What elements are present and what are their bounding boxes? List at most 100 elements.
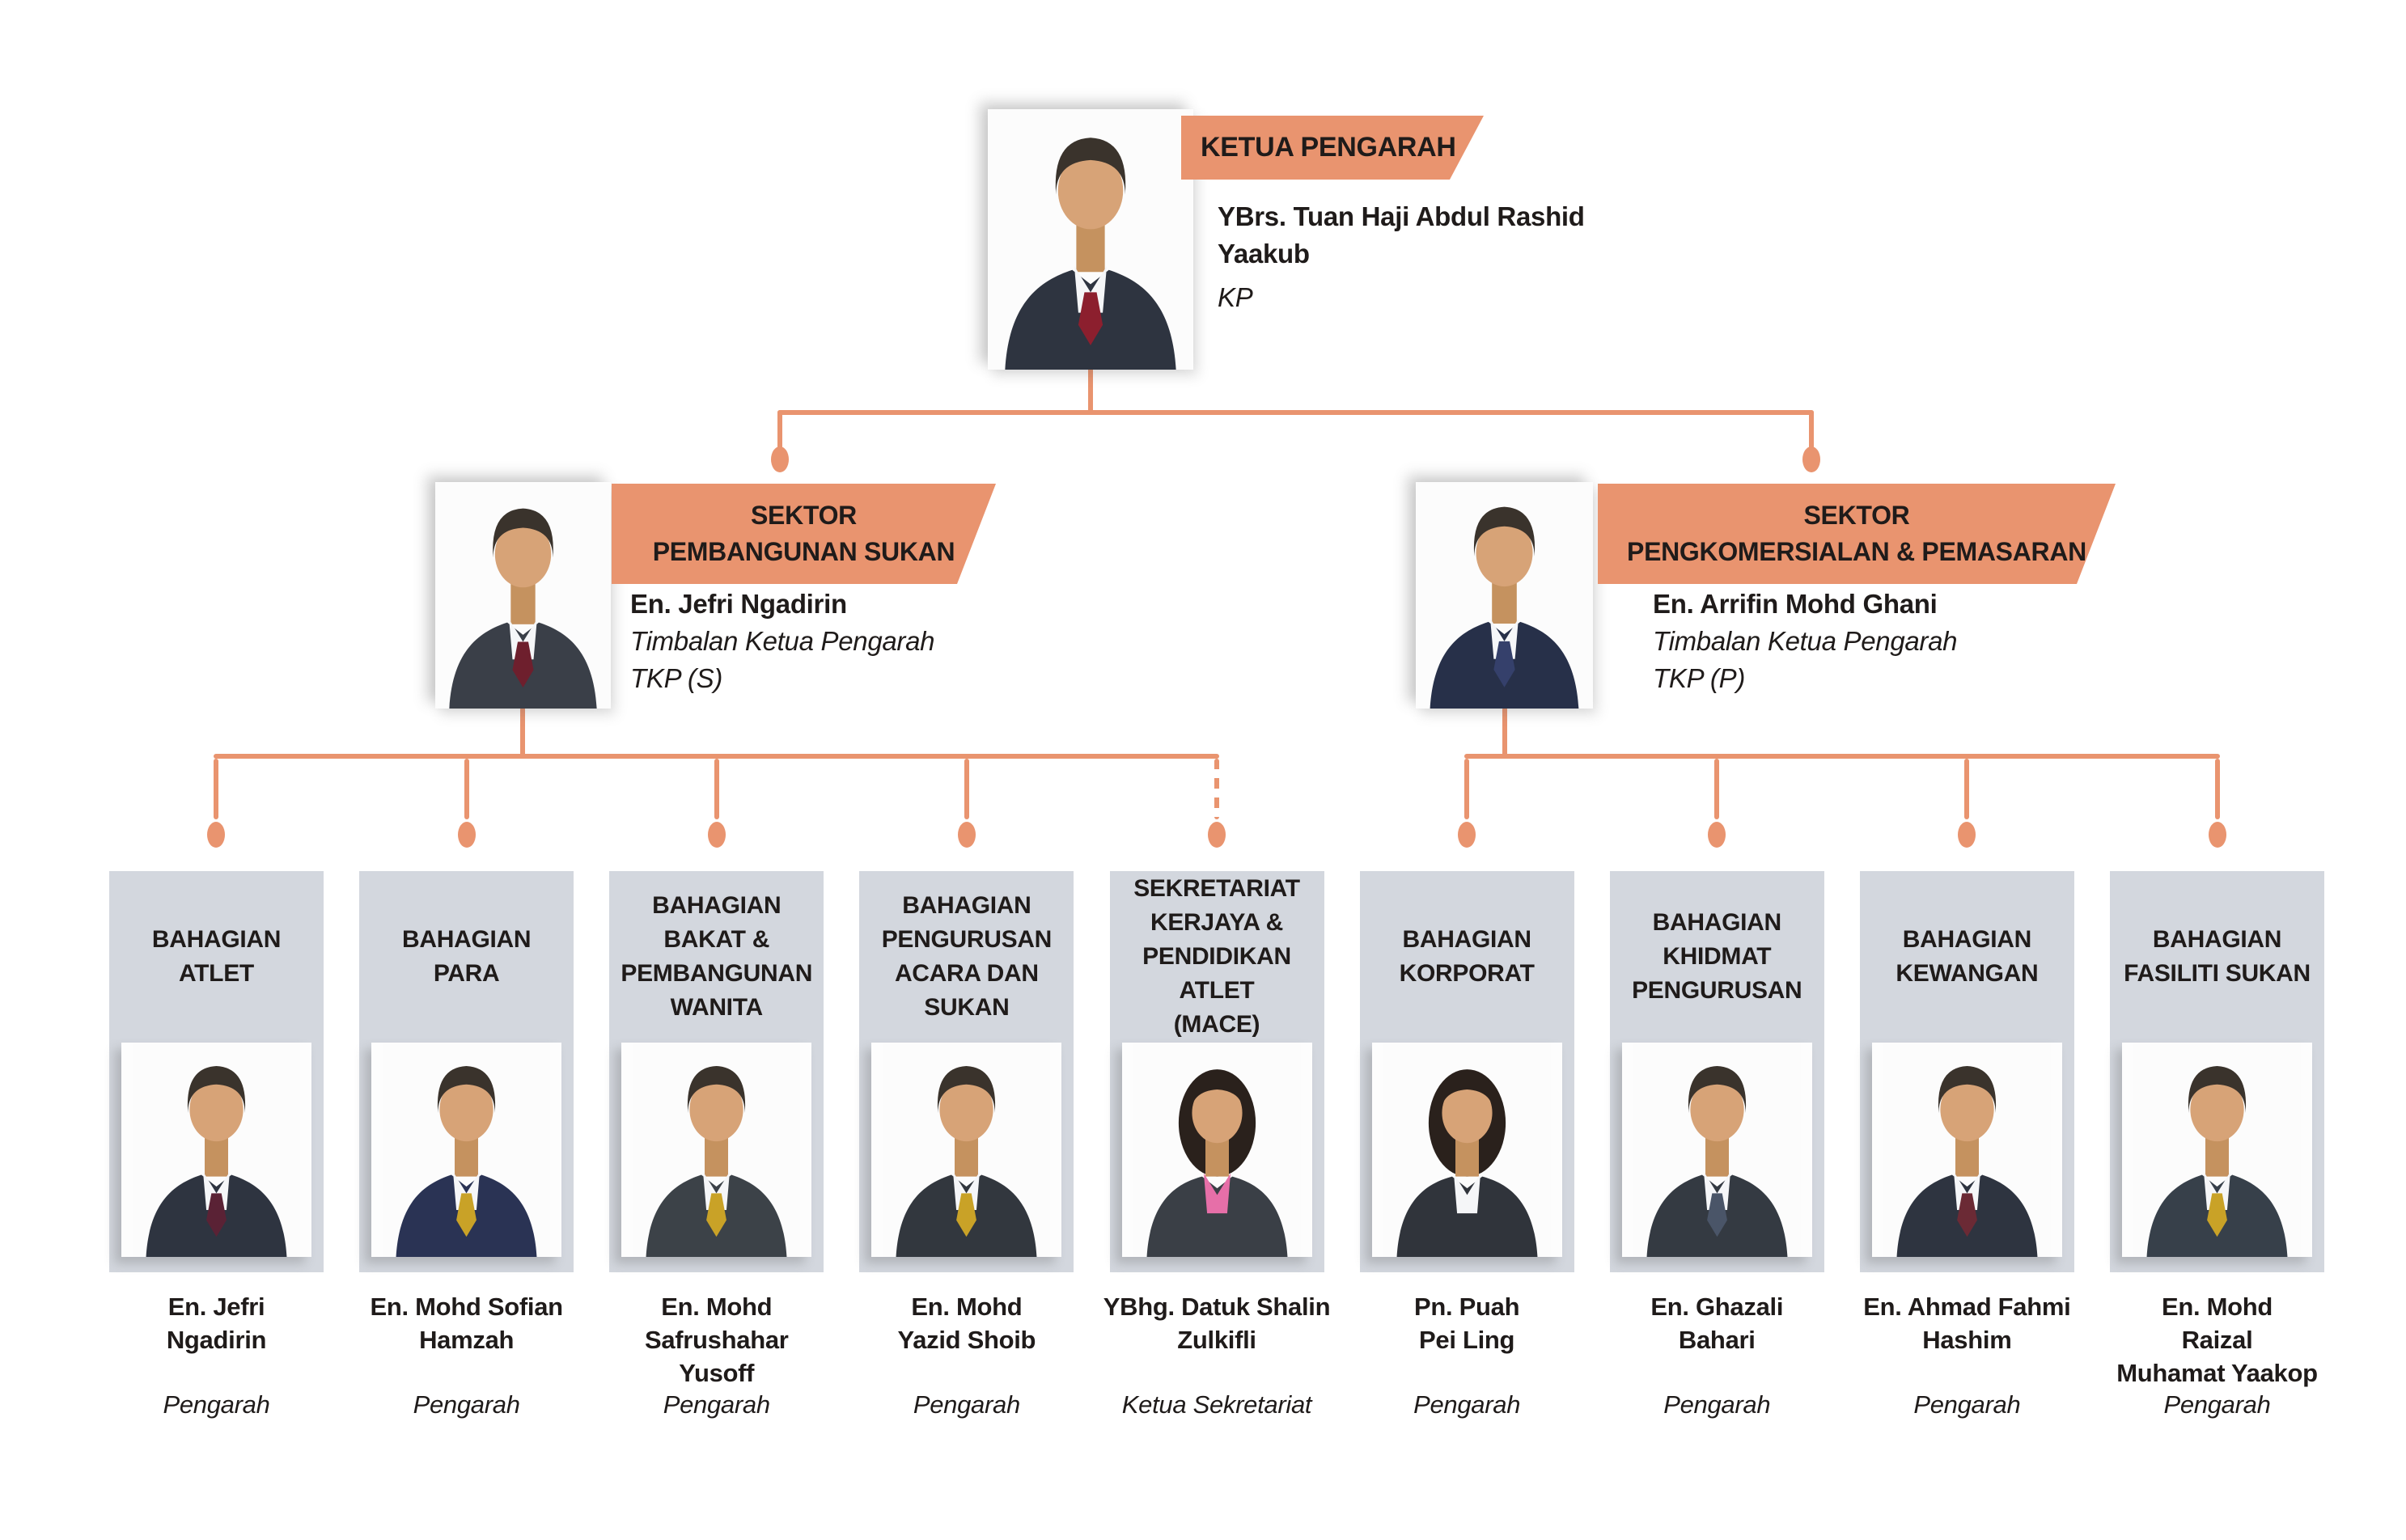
- female-portrait-photo: [1371, 1043, 1562, 1257]
- male-portrait-photo: [2122, 1043, 2312, 1257]
- person-name: En. Jefri Ngadirin: [630, 589, 847, 619]
- connector-line: [1964, 759, 1969, 819]
- connector-line: [214, 754, 1219, 759]
- department-card-kewangan: BAHAGIAN KEWANGAN En. Ahmad Fahmi Hashim…: [1859, 871, 2074, 1419]
- portrait-photo-ketua-pengarah: [988, 109, 1193, 370]
- person-title: Pengarah: [913, 1390, 1020, 1419]
- connector-line: [2215, 759, 2220, 819]
- connector-node: [771, 446, 789, 472]
- department-title: BAHAGIAN FASILITI SUKAN: [2124, 926, 2311, 987]
- role-banner-sektor-pembangunan-sukan: SEKTOR PEMBANGUNAN SUKAN: [612, 484, 996, 584]
- male-portrait-photo: [621, 1043, 812, 1257]
- male-portrait-photo: [1871, 1043, 2062, 1257]
- person-name: En. Mohd Safrushahar Yusoff: [644, 1292, 789, 1387]
- department-title: BAHAGIAN ATLET: [151, 926, 282, 987]
- connector-line: [1809, 410, 1814, 451]
- department-card-para: BAHAGIAN PARA En. Mohd Sofian Hamzah Pen…: [359, 871, 574, 1419]
- female-portrait-photo: [1121, 1043, 1312, 1257]
- connector-line: [1464, 754, 2220, 759]
- person-title: Pengarah: [663, 1390, 770, 1419]
- person-title: Pengarah: [413, 1390, 520, 1419]
- department-box: BAHAGIAN KEWANGAN: [1859, 871, 2074, 1272]
- department-card-korporat: BAHAGIAN KORPORAT Pn. Puah Pei Ling Peng…: [1359, 871, 1574, 1419]
- person-title: Pengarah: [2163, 1390, 2271, 1419]
- connector-node: [1458, 822, 1476, 848]
- connector-node: [708, 822, 726, 848]
- portrait-photo-tkp-pemasaran: [1416, 482, 1593, 709]
- department-card-acara-sukan: BAHAGIAN PENGURUSAN ACARA DAN SUKAN En. …: [859, 871, 1074, 1419]
- connector-line: [214, 759, 218, 819]
- portrait-photo-tkp-sukan: [435, 482, 611, 709]
- department-box: BAHAGIAN PARA: [359, 871, 574, 1272]
- department-title: BAHAGIAN PENGURUSAN ACARA DAN SUKAN: [881, 892, 1053, 1021]
- department-box: BAHAGIAN KHIDMAT PENGURUSAN: [1609, 871, 1824, 1272]
- role-banner-sektor-pengkomersialan: SEKTOR PENGKOMERSIALAN & PEMASARAN: [1598, 484, 2116, 584]
- banner-label: KETUA PENGARAH: [1201, 132, 1456, 163]
- person-title-short: TKP (P): [1653, 663, 1746, 693]
- department-title: BAHAGIAN KEWANGAN: [1896, 926, 2039, 987]
- connector-node: [458, 822, 476, 848]
- male-portrait-photo: [121, 1043, 311, 1257]
- connector-line: [714, 759, 719, 819]
- person-title: KP: [1218, 282, 1253, 312]
- person-name: En. Mohd Sofian Hamzah: [370, 1292, 563, 1354]
- person-title: Pengarah: [1663, 1390, 1771, 1419]
- department-title: BAHAGIAN KORPORAT: [1399, 926, 1535, 987]
- person-name: YBhg. Datuk Shalin Zulkifli: [1103, 1292, 1331, 1354]
- connector-node: [2209, 822, 2226, 848]
- person-title: Pengarah: [1413, 1390, 1521, 1419]
- person-name: En. Jefri Ngadirin: [166, 1292, 267, 1354]
- person-title: Timbalan Ketua Pengarah: [630, 626, 935, 656]
- person-name: Pn. Puah Pei Ling: [1414, 1292, 1520, 1354]
- role-banner-ketua-pengarah: KETUA PENGARAH: [1181, 116, 1484, 180]
- male-portrait-photo: [871, 1043, 1062, 1257]
- department-box: SEKRETARIAT KERJAYA & PENDIDIKAN ATLET (…: [1109, 871, 1324, 1272]
- connector-line-dashed: [1214, 759, 1219, 819]
- department-card-mace: SEKRETARIAT KERJAYA & PENDIDIKAN ATLET (…: [1103, 871, 1331, 1419]
- person-card-tkp-sukan: En. Jefri Ngadirin Timbalan Ketua Pengar…: [630, 586, 935, 697]
- person-name: En. Arrifin Mohd Ghani: [1653, 589, 1938, 619]
- male-portrait-photo: [371, 1043, 562, 1257]
- connector-node: [1802, 446, 1820, 472]
- person-name: En. Ahmad Fahmi Hashim: [1863, 1292, 2071, 1354]
- department-title: BAHAGIAN BAKAT & PEMBANGUNAN WANITA: [621, 892, 813, 1021]
- connector-line: [1088, 367, 1093, 412]
- department-box: BAHAGIAN PENGURUSAN ACARA DAN SUKAN: [859, 871, 1074, 1272]
- person-title: Ketua Sekretariat: [1121, 1390, 1312, 1419]
- department-card-khidmat-pengurusan: BAHAGIAN KHIDMAT PENGURUSAN En. Ghazali …: [1609, 871, 1824, 1419]
- connector-line: [964, 759, 969, 819]
- person-name: En. Mohd Yazid Shoib: [897, 1292, 1036, 1354]
- person-title: Timbalan Ketua Pengarah: [1653, 626, 1958, 656]
- department-card-atlet: BAHAGIAN ATLET En. Jefri Ngadirin Pengar…: [109, 871, 324, 1419]
- department-box: BAHAGIAN FASILITI SUKAN: [2110, 871, 2324, 1272]
- connector-node: [1958, 822, 1976, 848]
- person-title: Pengarah: [1913, 1390, 2021, 1419]
- connector-node: [958, 822, 976, 848]
- department-title: BAHAGIAN KHIDMAT PENGURUSAN: [1632, 909, 1802, 1004]
- connector-node: [1708, 822, 1726, 848]
- connector-node: [1208, 822, 1226, 848]
- connector-node: [207, 822, 225, 848]
- male-portrait-photo: [1621, 1043, 1812, 1257]
- connector-line: [464, 759, 469, 819]
- connector-line: [777, 410, 782, 451]
- department-box: BAHAGIAN ATLET: [109, 871, 324, 1272]
- connector-line: [777, 410, 1814, 415]
- person-title-short: TKP (S): [630, 663, 723, 693]
- department-row: BAHAGIAN ATLET En. Jefri Ngadirin Pengar…: [109, 871, 2324, 1419]
- person-card-ketua-pengarah: YBrs. Tuan Haji Abdul Rashid Yaakub KP: [1218, 198, 1585, 316]
- department-box: BAHAGIAN BAKAT & PEMBANGUNAN WANITA: [609, 871, 824, 1272]
- department-card-bakat-wanita: BAHAGIAN BAKAT & PEMBANGUNAN WANITA En. …: [609, 871, 824, 1419]
- person-title: Pengarah: [163, 1390, 270, 1419]
- connector-line: [520, 707, 525, 759]
- connector-line: [1714, 759, 1719, 819]
- department-title: BAHAGIAN PARA: [401, 926, 532, 987]
- person-name: En. Mohd Raizal Muhamat Yaakop: [2116, 1292, 2318, 1387]
- department-title: SEKRETARIAT KERJAYA & PENDIDIKAN ATLET (…: [1133, 875, 1300, 1038]
- person-card-tkp-pemasaran: En. Arrifin Mohd Ghani Timbalan Ketua Pe…: [1653, 586, 1958, 697]
- connector-line: [1502, 707, 1507, 759]
- person-name: En. Ghazali Bahari: [1650, 1292, 1784, 1354]
- department-card-fasiliti-sukan: BAHAGIAN FASILITI SUKAN En. Mohd Raizal …: [2110, 871, 2324, 1419]
- person-name: YBrs. Tuan Haji Abdul Rashid Yaakub: [1218, 201, 1585, 269]
